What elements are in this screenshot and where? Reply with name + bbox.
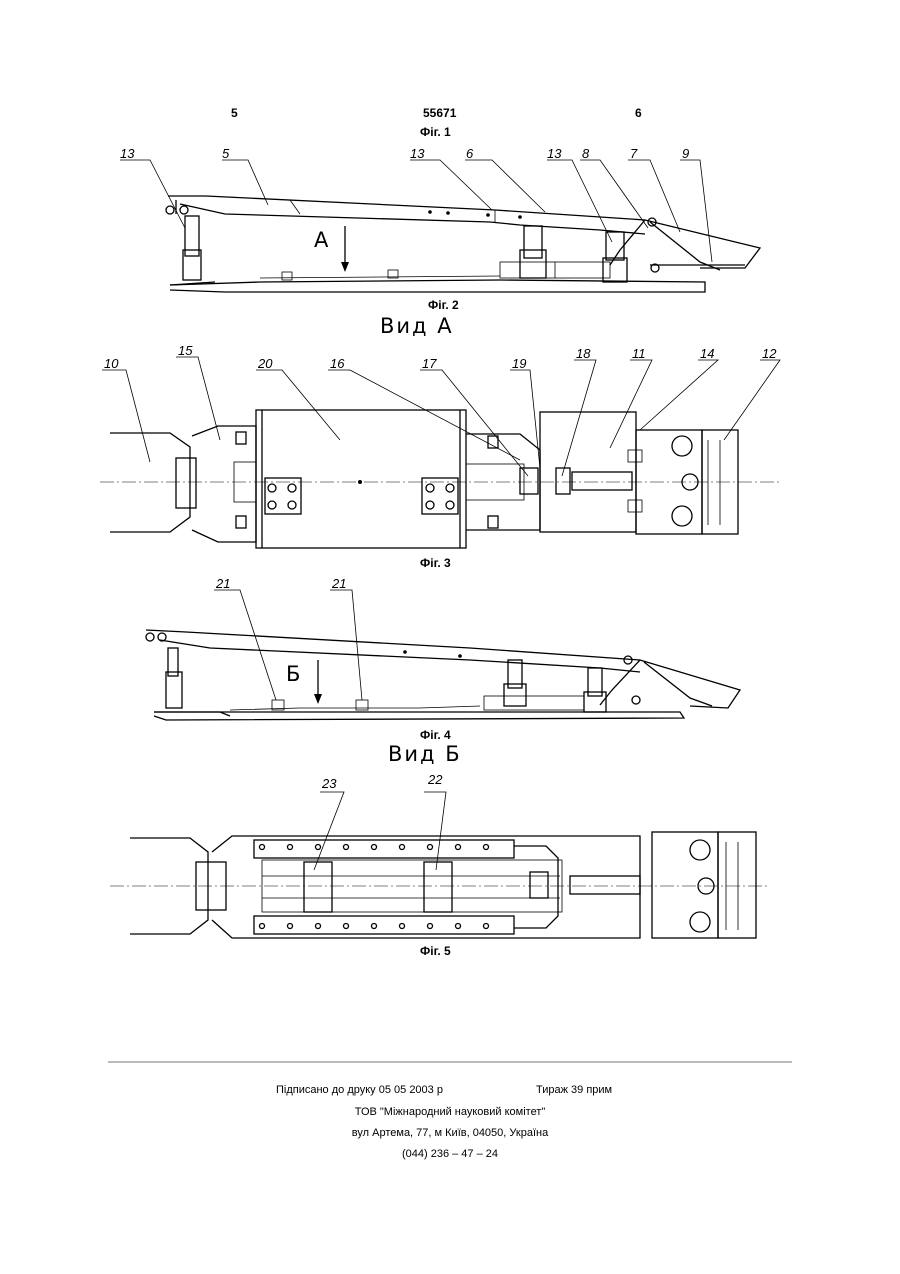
callout-10: 10 (104, 356, 118, 371)
callout-19: 19 (512, 356, 526, 371)
callout-12: 12 (762, 346, 776, 361)
fig4-side-view (146, 590, 740, 720)
callout-7: 7 (630, 146, 637, 161)
callout-15: 15 (178, 343, 192, 358)
callout-16: 16 (330, 356, 344, 371)
callout-8: 8 (582, 146, 589, 161)
callout-5: 5 (222, 146, 229, 161)
callout-14: 14 (700, 346, 714, 361)
footer-phone: (044) 236 – 47 – 24 (0, 1148, 900, 1160)
callout-13b: 13 (410, 146, 424, 161)
arrow-b-label: Б (286, 662, 302, 686)
callout-23: 23 (322, 776, 336, 791)
fig2-caption: Фіг. 2 (428, 298, 459, 312)
fig4-caption: Фіг. 4 (420, 728, 451, 742)
footer-address: вул Артема, 77, м Київ, 04050, Україна (0, 1127, 900, 1139)
fig3-plan-view (100, 357, 780, 548)
callout-13c: 13 (547, 146, 561, 161)
footer-print-run: Тираж 39 прим (536, 1084, 612, 1096)
callout-21b: 21 (332, 576, 346, 591)
callout-11: 11 (632, 346, 646, 361)
footer-signed: Підписано до друку 05 05 2003 р (276, 1084, 443, 1096)
arrow-a-label: А (314, 228, 330, 252)
fig5-plan-view (110, 792, 770, 938)
fig5-caption: Фіг. 5 (420, 944, 451, 958)
fig3-caption: Фіг. 3 (420, 556, 451, 570)
callout-17: 17 (422, 356, 436, 371)
view-b-title: Вид Б (388, 742, 462, 766)
callout-18: 18 (576, 346, 590, 361)
view-a-title: Вид А (380, 314, 454, 338)
callout-9: 9 (682, 146, 689, 161)
footer-org: ТОВ "Міжнародний науковий комітет" (0, 1106, 900, 1118)
fig1-side-view (120, 160, 760, 292)
callout-20: 20 (258, 356, 272, 371)
callout-6: 6 (466, 146, 473, 161)
callout-21a: 21 (216, 576, 230, 591)
callout-22: 22 (428, 772, 442, 787)
callout-13a: 13 (120, 146, 134, 161)
